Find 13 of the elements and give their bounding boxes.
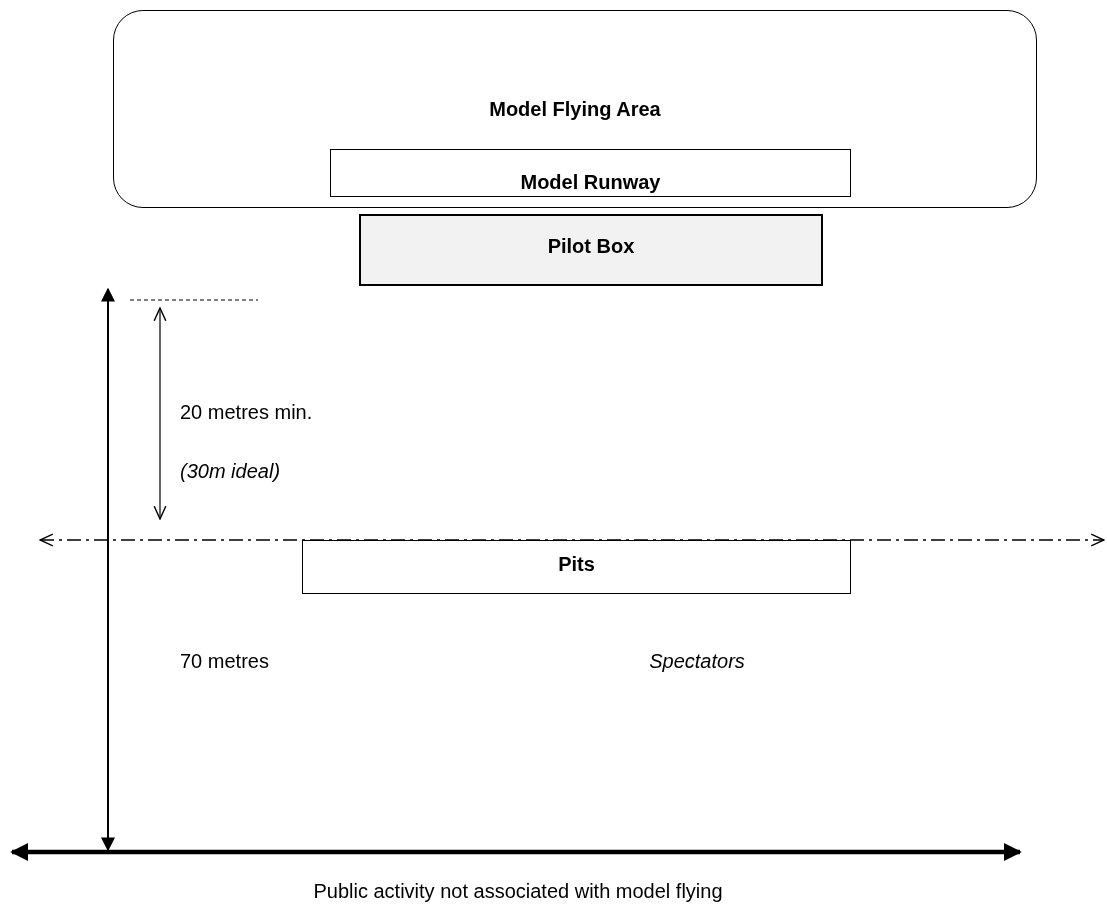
node-label: Model Flying Area: [489, 97, 661, 121]
dimension-note: (30m ideal): [180, 460, 281, 483]
pits-box: [302, 540, 851, 594]
dimension-label: 70 metres: [180, 650, 269, 673]
pilot-box: [359, 214, 823, 286]
runway-box: [330, 149, 851, 197]
boundary-label: Public activity not associated with model flying: [313, 880, 723, 903]
node-label: Pilot Box: [547, 234, 635, 259]
dimension-label: 20 metres min.: [180, 401, 313, 424]
node-label: Pits: [558, 552, 595, 576]
zone-label: Spectators: [649, 650, 745, 673]
flying-area-zone: [113, 10, 1037, 208]
node-label: Model Runway: [520, 171, 661, 195]
